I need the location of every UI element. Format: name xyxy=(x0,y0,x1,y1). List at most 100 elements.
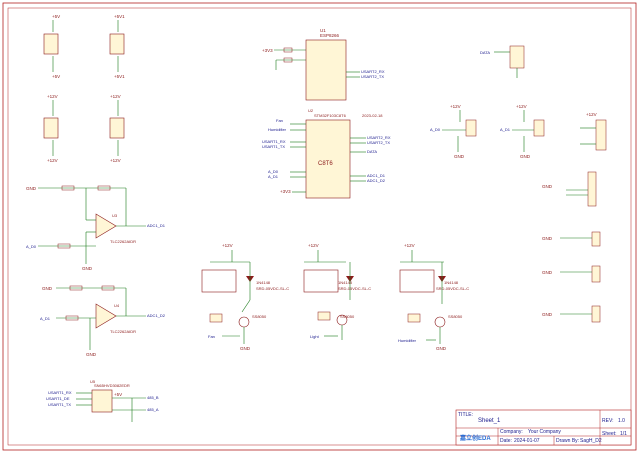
title-block xyxy=(455,409,632,446)
esp-name: ESP8266 xyxy=(320,33,340,38)
net-label: USART1_TX xyxy=(262,144,285,149)
net-label: Light xyxy=(310,334,320,339)
gnd-label: GND xyxy=(542,184,553,189)
relay-name: SRD-05VDC-SL-C xyxy=(256,286,289,291)
power-label: +12V xyxy=(516,104,527,109)
relay-driver-light[interactable]: +12V 1N4148 SRD-05VDC-SL-C SS8050 Light xyxy=(303,243,371,340)
diode-name: 1N4148 xyxy=(444,280,459,285)
sheet-title: Sheet_1 xyxy=(478,418,501,424)
transistor-name: SS8050 xyxy=(448,314,463,319)
gnd-label: GND xyxy=(542,270,553,275)
net-label: USART2_TX xyxy=(367,140,390,145)
power-label: +12V xyxy=(110,94,121,99)
esp-power-label: +3V3 xyxy=(262,48,273,53)
company-label: Company: xyxy=(500,429,523,435)
power-module-5v[interactable]: +5V +5V xyxy=(43,14,60,79)
net-label: USART1_DE xyxy=(46,396,70,401)
gnd-label: GND xyxy=(542,312,553,317)
mcu-title-mark: STM32F103C8T6 xyxy=(314,113,347,118)
sheet-value: 1/1 xyxy=(620,431,627,437)
rs485-ref: U5 xyxy=(90,379,96,384)
rs485-name: SN65HVD3082EDR xyxy=(94,383,130,388)
gnd-label: GND xyxy=(42,286,53,291)
sensor-connector-3[interactable]: +12V xyxy=(580,112,607,151)
net-label: USART1_TX xyxy=(48,402,71,407)
relay-name: SRD-05VDC-SL-C xyxy=(338,286,371,291)
eda-logo: 嘉立创EDA xyxy=(460,436,491,442)
gnd-label: GND xyxy=(86,352,97,357)
transistor-name: SS8050 xyxy=(340,314,355,319)
power-module-12v-a[interactable]: +12V +12V xyxy=(43,94,59,163)
net-label: A_D0 xyxy=(430,127,441,132)
mcu-power-label: +3V3 xyxy=(280,189,291,194)
net-label: Fan xyxy=(276,118,283,123)
gnd-label: GND xyxy=(520,154,531,159)
power-label: +5V xyxy=(114,392,122,397)
net-label: ADC1_D2 xyxy=(367,178,386,183)
dht-connector[interactable]: DATA xyxy=(480,45,525,78)
opamp-name: TLC2262AIDR xyxy=(110,329,136,334)
header-bank[interactable]: GND GND GND GND xyxy=(542,171,601,323)
power-label: +5V1 xyxy=(114,74,125,79)
net-label: ADC1_D1 xyxy=(367,173,386,178)
title-label: TITLE: xyxy=(458,412,474,418)
date-label: Date: xyxy=(500,438,512,444)
net-label: USART2_RX xyxy=(361,69,385,74)
power-module-12v-b[interactable]: +12V +12V xyxy=(109,94,125,163)
power-label: +5V xyxy=(52,74,60,79)
relay-driver-humidifier[interactable]: +12V 1N4148 SRD-05VDC-SL-C SS8050 Humidi… xyxy=(398,243,469,351)
rev-value: 1.0 xyxy=(618,418,625,424)
power-label: +12V xyxy=(47,158,58,163)
net-label: Fan xyxy=(208,334,215,339)
power-module-5v1[interactable]: +5V1 +5V1 xyxy=(109,14,125,79)
mcu-name: C8T6 xyxy=(318,161,333,167)
sheet-label: Sheet: xyxy=(602,431,617,437)
net-label: Humidifier xyxy=(398,338,417,343)
stm32-mcu[interactable]: U2 STM32F103C8T6 2023-02-18 C8T6 Fan Hum… xyxy=(262,108,391,199)
esp8266-module[interactable]: +3V3 U1 ESP8266 USART2_RX USART2_TX xyxy=(262,28,385,101)
diode-name: 1N4148 xyxy=(338,280,353,285)
net-label: A_D1 xyxy=(40,316,51,321)
power-label: +12V xyxy=(450,104,461,109)
rs485-transceiver[interactable]: U5 SN65HVD3082EDR USART1_RX USART1_DE US… xyxy=(46,379,159,422)
net-label: USART2_RX xyxy=(367,135,391,140)
relay-name: SRD-05VDC-SL-C xyxy=(436,286,469,291)
net-label: Humidifier xyxy=(268,127,287,132)
power-label: +12V xyxy=(586,112,597,117)
net-label: 485_B xyxy=(147,395,159,400)
mcu-ref: U2 xyxy=(308,108,314,113)
gnd-label: GND xyxy=(454,154,465,159)
opamp-stage-2[interactable]: GND U4 TLC2262AIDR ADC1_D2 A_D1 GND xyxy=(40,285,166,357)
net-label: A_D1 xyxy=(268,174,279,179)
power-label: +12V xyxy=(47,94,58,99)
net-label: USART2_TX xyxy=(361,74,384,79)
power-label: +5V1 xyxy=(114,14,125,19)
drawn-value: SagH_D2 xyxy=(580,438,602,444)
power-label: +12V xyxy=(308,243,319,248)
net-label: A_D0 xyxy=(26,244,37,249)
net-label: USART1_RX xyxy=(262,139,286,144)
power-label: +12V xyxy=(222,243,233,248)
opamp-stage-1[interactable]: GND U3 TLC2262AIDR ADC1_D1 A_D0 GND xyxy=(26,185,166,271)
drawn-label: Drawn By: xyxy=(556,438,580,444)
sheet-border-inner xyxy=(7,7,632,446)
net-label: ADC1_D1 xyxy=(147,223,166,228)
opamp-ref: U4 xyxy=(114,303,120,308)
net-label: A_D0 xyxy=(268,169,279,174)
power-label: +5V xyxy=(52,14,60,19)
mcu-date-note: 2023-02-18 xyxy=(362,113,383,118)
gnd-label: GND xyxy=(82,266,93,271)
net-label: 485_A xyxy=(147,407,159,412)
net-label: A_D1 xyxy=(500,127,511,132)
rev-label: REV: xyxy=(602,418,614,424)
relay-driver-fan[interactable]: +12V 1N4148 SRD-05VDC-SL-C SS8050 Fan GN… xyxy=(201,243,289,351)
sensor-connector-2[interactable]: +12V A_D1 GND xyxy=(500,104,545,159)
power-label: +12V xyxy=(110,158,121,163)
net-label: DATA xyxy=(480,50,490,55)
company-value: Your Company xyxy=(528,429,561,435)
date-value: 2024-01-07 xyxy=(514,438,540,444)
sensor-connector-1[interactable]: +12V A_D0 GND xyxy=(430,104,477,159)
opamp-name: TLC2262AIDR xyxy=(110,239,136,244)
